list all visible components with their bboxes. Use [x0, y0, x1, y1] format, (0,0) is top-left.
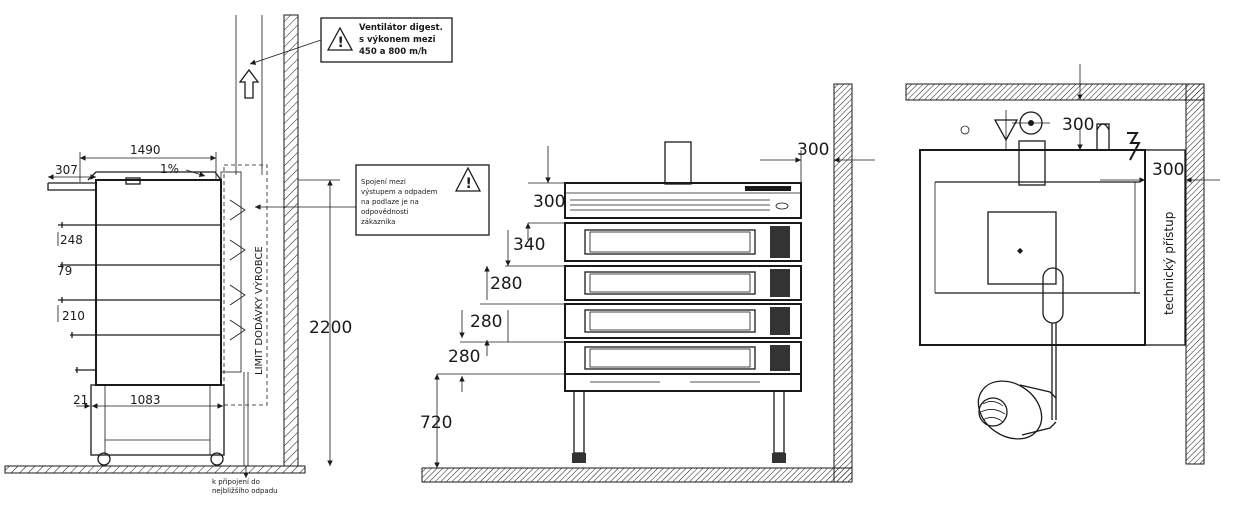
oven-stand-side — [90, 384, 225, 456]
front-floor — [421, 467, 853, 483]
oven-footprint — [919, 149, 1146, 346]
drain-warning-box: ! Spojení mezi výstupem a odpadem na pod… — [255, 164, 490, 236]
drain-warning-line-4: odpovědnosti — [361, 208, 408, 216]
technical-access-label: technický přístup — [1162, 212, 1176, 315]
front-deck-4 — [564, 341, 802, 375]
front-deck-3 — [564, 303, 802, 339]
fan-warning-box: ! Ventilátor digest. s výkonem mezi 450 … — [249, 17, 453, 65]
dim-79: 79 — [57, 264, 72, 278]
dim-1083: 1083 — [130, 393, 161, 407]
fan-warning-line-3: 450 a 800 m/h — [359, 47, 427, 57]
top-side-wall — [1185, 83, 1205, 465]
supply-limit-label: LIMIT DODÁVKY VÝROBCE — [252, 246, 265, 375]
dim-front-720: 720 — [420, 413, 452, 433]
side-view: LIMIT DODÁVKY VÝROBCE k připojení do nej… — [4, 14, 490, 495]
dim-front-300: 300 — [533, 192, 565, 212]
dim-front-wall-300: 300 — [797, 140, 829, 160]
dim-2200: 2200 — [309, 318, 352, 338]
drain-warning-line-2: výstupem a odpadem — [361, 188, 438, 196]
dim-slope: 1% — [160, 162, 179, 176]
electric-icon — [1127, 132, 1141, 161]
front-top-hood — [564, 182, 802, 219]
svg-text:◆: ◆ — [1017, 246, 1024, 255]
drain-warning-line-1: Spojení mezi — [361, 178, 406, 186]
dim-248: 248 — [60, 233, 83, 247]
exhaust-arrow-icon — [238, 68, 260, 99]
dim-21: 21 — [73, 393, 88, 407]
side-wall — [283, 14, 299, 467]
warning-icon — [326, 26, 354, 51]
drain-warning-line-5: zákazníka — [361, 218, 395, 226]
drain-note-line-2: nejbližšího odpadu — [212, 487, 278, 495]
fan-warning-line-2: s výkonem mezi — [359, 35, 436, 45]
side-floor — [4, 465, 306, 474]
svg-text:!: ! — [338, 35, 344, 51]
drain-note-line-1: k připojení do — [212, 478, 260, 486]
front-wall — [833, 83, 853, 483]
dim-front-280b: 280 — [470, 312, 502, 332]
dim-side-300: 300 — [1152, 160, 1184, 180]
front-deck-1 — [564, 222, 802, 262]
oven-body-side — [95, 179, 222, 386]
svg-text:!: ! — [466, 176, 472, 192]
dim-front-280a: 280 — [490, 274, 522, 294]
dim-front-340: 340 — [513, 235, 545, 255]
top-rear-wall — [905, 83, 1205, 101]
front-base — [564, 373, 802, 392]
dim-1490: 1490 — [130, 143, 161, 157]
supply-limit-box — [223, 164, 268, 406]
top-view: ◆ technický přístup 300 — [905, 64, 1220, 465]
front-view: 300 340 280 280 280 720 300 — [420, 83, 875, 483]
drain-warning-line-3: na podlaze je na — [361, 198, 419, 206]
dim-210: 210 — [62, 309, 85, 323]
dim-307: 307 — [55, 163, 78, 177]
operator-figure — [977, 380, 1057, 440]
dim-front-280c: 280 — [448, 347, 480, 367]
dim-top-300: 300 — [1062, 115, 1094, 135]
warning-icon — [454, 166, 482, 192]
front-deck-2 — [564, 265, 802, 301]
fan-warning-line-1: Ventilátor digest. — [359, 23, 443, 33]
